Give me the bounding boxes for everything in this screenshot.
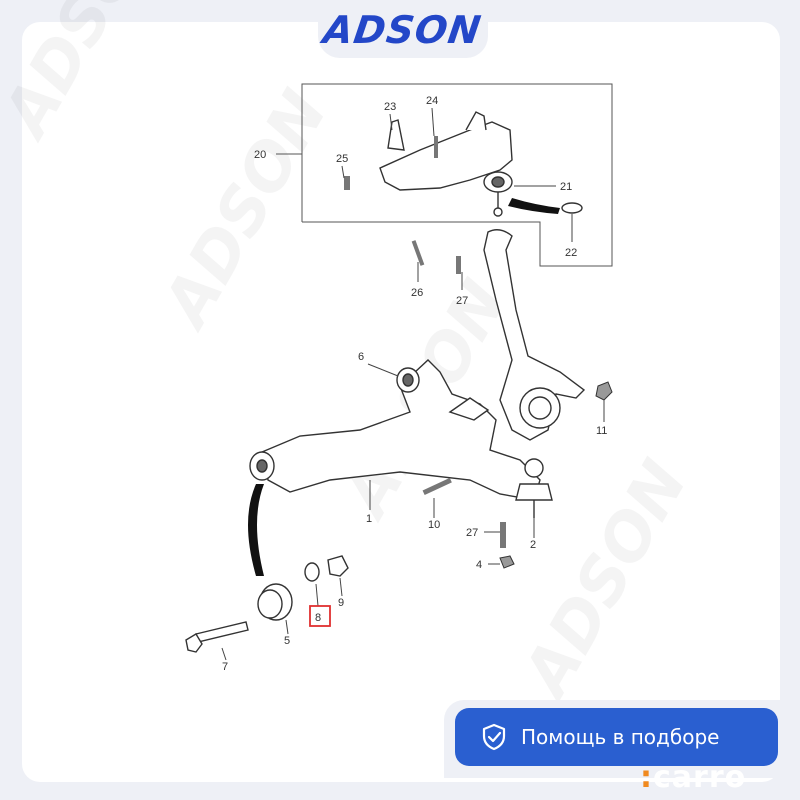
steering-knuckle [483, 229, 586, 441]
upper-arm-frame [301, 83, 613, 267]
bolt-26 [411, 240, 425, 266]
carro-logo: :carro [640, 760, 790, 796]
nut-11 [595, 381, 613, 401]
callout-11: 11 [596, 425, 607, 437]
leader-lines [221, 107, 605, 661]
watermark: ADSON ADSON ADSON ADSON [0, 0, 703, 713]
nut-4 [499, 555, 515, 569]
snap-ring [561, 202, 583, 214]
brand-tab [318, 0, 488, 58]
bushing-5 [257, 583, 293, 621]
callout-20: 20 [254, 149, 266, 161]
callout-24: 24 [426, 95, 438, 107]
bolt-7 [185, 621, 249, 653]
arrow-marker [508, 198, 560, 214]
callout-9: 9 [338, 597, 344, 609]
callout-26: 26 [411, 287, 423, 299]
nut-25 [344, 176, 350, 190]
bolt-10 [422, 477, 452, 496]
lower-control-arm [249, 359, 541, 501]
shield-check-icon [482, 723, 506, 751]
callout-5: 5 [284, 635, 290, 647]
callout-4: 4 [476, 559, 482, 571]
logo-accent-dot: : [640, 760, 653, 795]
callout-27-lower: 27 [466, 527, 478, 539]
arrow-marker [248, 484, 264, 576]
callout-7: 7 [222, 661, 228, 673]
bolt-24 [434, 136, 438, 158]
callout-25: 25 [336, 153, 348, 165]
bolt-27-upper [456, 256, 461, 274]
help-selection-button[interactable]: Помощь в подборе [455, 708, 778, 766]
callout-1: 1 [366, 513, 372, 525]
washer-8 [304, 562, 320, 582]
callout-8: 8 [315, 612, 321, 624]
upper-control-arm [379, 111, 513, 217]
callout-labels: 1 2 4 5 6 7 8 9 10 11 20 21 22 23 24 25 … [222, 95, 607, 673]
watermark-text: ADSON [147, 79, 342, 343]
ball-joint [515, 458, 553, 518]
callout-2: 2 [530, 539, 536, 551]
callout-6: 6 [358, 351, 364, 363]
callout-23: 23 [384, 101, 396, 113]
nut-9 [327, 555, 349, 577]
callout-22: 22 [565, 247, 577, 259]
watermark-text: ADSON [0, 0, 182, 152]
callout-21: 21 [560, 181, 572, 193]
callout-27-upper: 27 [456, 295, 468, 307]
carro-logo-text: carro [653, 760, 747, 795]
bolt-27-lower [500, 522, 506, 548]
callout-10: 10 [428, 519, 440, 531]
highlight-box [309, 605, 331, 627]
help-button-label: Помощь в подборе [521, 725, 720, 749]
